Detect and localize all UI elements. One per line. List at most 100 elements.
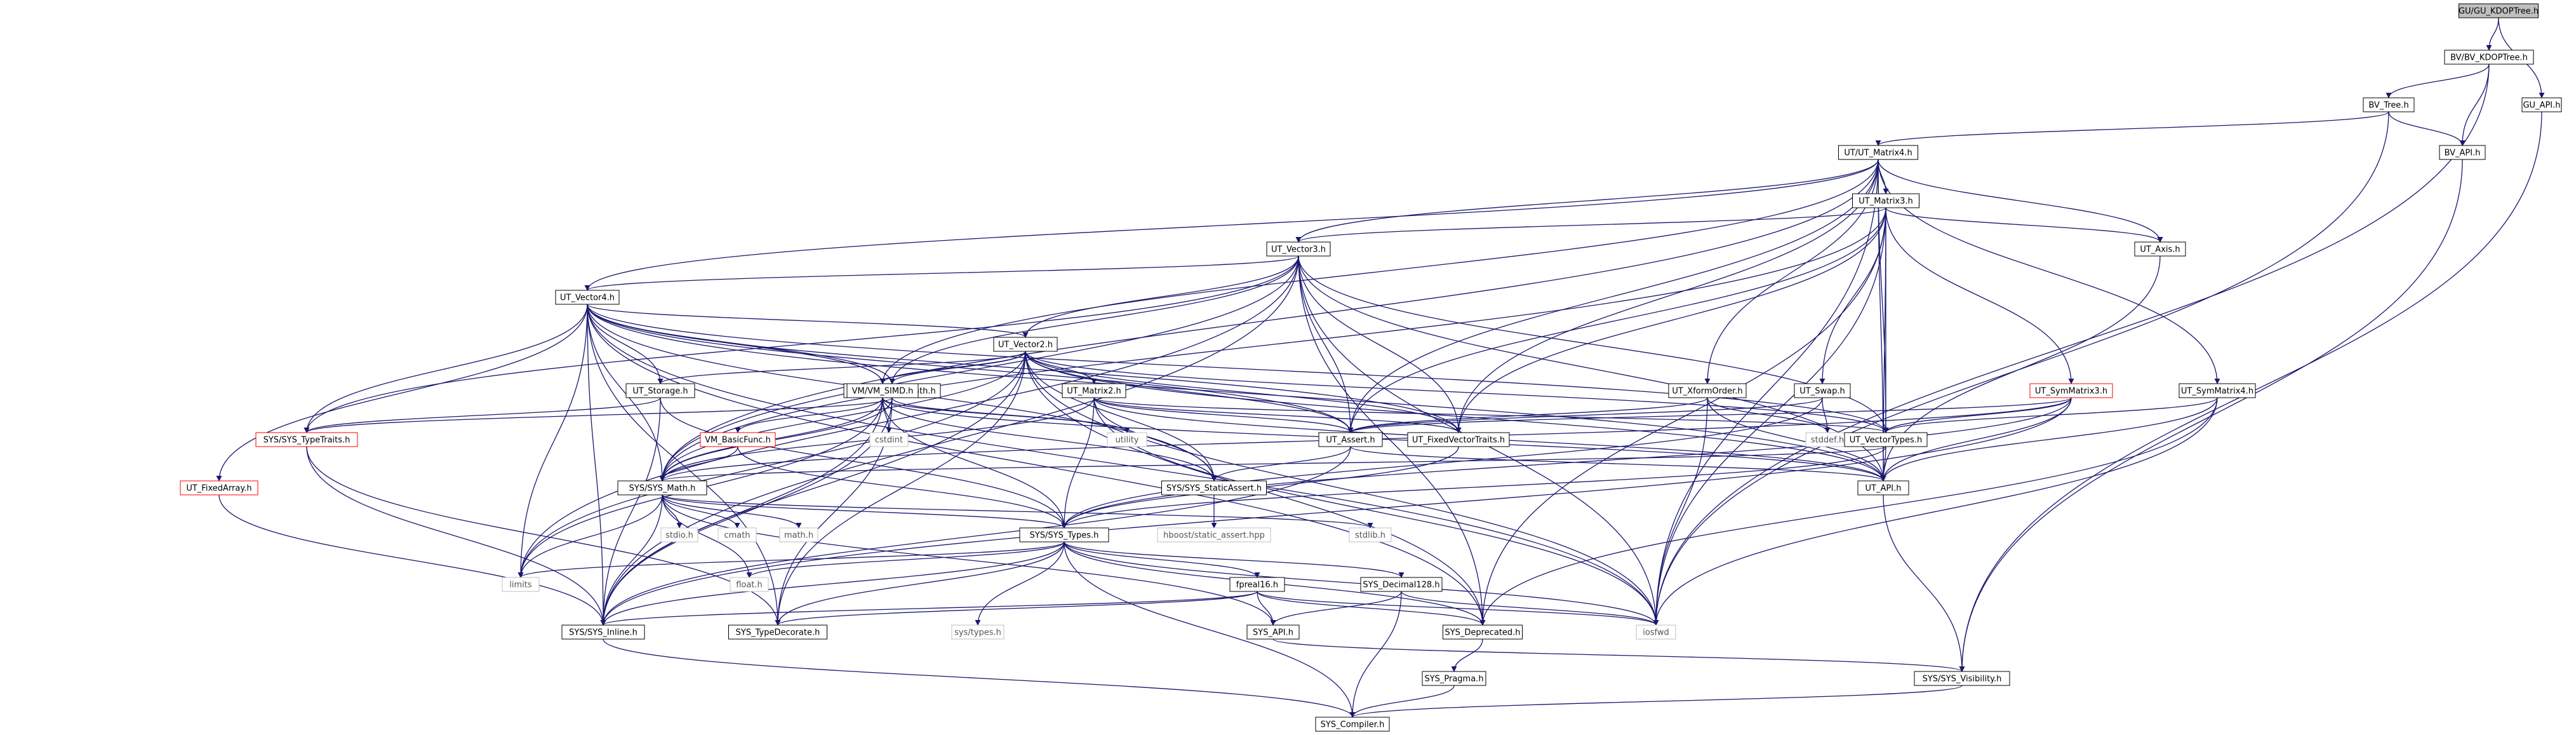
edge-v2-to-typedecorate	[775, 351, 1026, 626]
node-ut-fixedvectortraits-h[interactable]: UT_FixedVectorTraits.h	[1407, 432, 1510, 447]
edge-fpreal16-to-inline	[600, 591, 1258, 626]
node-label: limits	[509, 581, 532, 590]
node-sys-sys-math-h[interactable]: SYS/SYS_Math.h	[617, 480, 707, 496]
node-sys-sys-typetraits-h[interactable]: SYS/SYS_TypeTraits.h	[255, 432, 358, 447]
edge-fpreal16-to-iosfwd	[1257, 591, 1659, 626]
node-sys-types-h: sys/types.h	[951, 624, 1004, 640]
node-box	[1107, 432, 1147, 447]
edge-fam-to-typedecorate	[775, 397, 893, 626]
node-ut-fixedarray-h[interactable]: UT_FixedArray.h	[180, 480, 258, 496]
node-ut-api-h[interactable]: UT_API.h	[1857, 480, 1909, 496]
node-box	[1062, 383, 1126, 398]
node-sys-api-h[interactable]: SYS_API.h	[1246, 624, 1300, 640]
edge-v3-to-assert	[1298, 255, 1354, 433]
node-ut-vector3-h[interactable]: UT_Vector3.h	[1266, 241, 1331, 257]
node-gu-api-h[interactable]: GU_API.h	[2521, 97, 2562, 112]
edge-v2-to-utapi	[1025, 351, 1886, 482]
node-label: stdio.h	[665, 531, 693, 541]
edge-sysmath-to-floath	[662, 494, 752, 578]
edge-xform-to-stddef	[1707, 397, 1831, 433]
node-ut-symmatrix3-h[interactable]: UT_SymMatrix3.h	[2029, 383, 2113, 398]
node-label: UT_VectorTypes.h	[1850, 436, 1922, 445]
node-label: SYS_Decimal128.h	[1363, 581, 1439, 590]
node-box	[2134, 241, 2186, 257]
edge-m3-to-swap	[1819, 207, 1886, 384]
edge-sym3-to-utapi	[1880, 397, 2072, 482]
node-box	[993, 337, 1058, 352]
edge-sym4-to-iosfwd	[1653, 397, 2218, 626]
node-ut-vector4-h[interactable]: UT_Vector4.h	[555, 290, 620, 305]
edge-fpreal16-to-typedecorate	[775, 591, 1258, 626]
node-sys-typedecorate-h[interactable]: SYS_TypeDecorate.h	[728, 624, 827, 640]
node-box	[2439, 145, 2486, 160]
node-limits: limits	[502, 577, 540, 592]
node-ut-xformorder-h[interactable]: UT_XformOrder.h	[1668, 383, 1747, 398]
node-ut-assert-h[interactable]: UT_Assert.h	[1318, 432, 1383, 447]
edge-sysmath-to-cmath	[662, 494, 740, 529]
node-sys-sys-types-h[interactable]: SYS/SYS_Types.h	[1019, 527, 1109, 543]
edge-sysmath-to-sysapi	[662, 494, 1276, 626]
edge-fam-to-typetraits	[304, 397, 893, 433]
edge-m3-to-v3	[1295, 207, 1886, 243]
node-label: SYS_TypeDecorate.h	[736, 628, 820, 638]
edge-xform-to-iosfwd	[1653, 397, 1708, 626]
node-sys-pragma-h[interactable]: SYS_Pragma.h	[1422, 671, 1486, 686]
node-label: SYS/SYS_Visibility.h	[1923, 675, 2002, 684]
node-label: VM/VM_SIMD.h	[852, 387, 914, 396]
node-ut-ut-matrix4-h[interactable]: UT/UT_Matrix4.h	[1838, 145, 1918, 160]
node-box	[1407, 432, 1510, 447]
node-ut-vector2-h[interactable]: UT_Vector2.h	[993, 337, 1058, 352]
node-label: UT_FixedArray.h	[186, 484, 251, 494]
node-sys-compiler-h[interactable]: SYS_Compiler.h	[1315, 717, 1390, 732]
edge-v3-to-deprecated	[1298, 255, 1486, 626]
node-sys-sys-inline-h[interactable]: SYS/SYS_Inline.h	[561, 624, 645, 640]
edge-v3-to-vtypes	[1298, 255, 1889, 433]
edge-xform-to-utapi	[1707, 397, 1886, 482]
node-stdio-h: stdio.h	[660, 527, 698, 543]
node-ut-swap-h[interactable]: UT_Swap.h	[1794, 383, 1851, 398]
edge-v2-to-simd	[879, 351, 1026, 384]
edge-m4-to-sym4	[1878, 159, 2220, 384]
edge-swap-to-stddef	[1822, 397, 1831, 433]
node-label: GU_API.h	[2523, 101, 2560, 111]
node-fpreal16-h[interactable]: fpreal16.h	[1229, 577, 1285, 592]
edge-pragma-to-compiler	[1349, 685, 1455, 718]
node-label: utility	[1116, 436, 1139, 445]
node-label: UT_Swap.h	[1799, 387, 1845, 396]
edge-layer	[216, 17, 2545, 718]
node-bv-tree-h[interactable]: BV_Tree.h	[2363, 97, 2415, 112]
node-ut-matrix2-h[interactable]: UT_Matrix2.h	[1062, 383, 1126, 398]
node-label: cmath	[724, 531, 750, 541]
edge-swap-to-systypes	[1061, 397, 1823, 529]
edge-m3-to-assert	[1347, 207, 1886, 433]
node-gu-gu-kdoptree-h[interactable]: GU/GU_KDOPTree.h	[2459, 3, 2539, 18]
node-sys-deprecated-h[interactable]: SYS_Deprecated.h	[1443, 624, 1523, 640]
edge-sym3-to-inline	[600, 397, 2072, 626]
edge-sysmath-to-inline	[600, 494, 663, 626]
node-label: SYS/SYS_Math.h	[629, 484, 696, 494]
edge-v3-to-v4	[584, 255, 1299, 291]
node-ut-storage-h[interactable]: UT_Storage.h	[625, 383, 695, 398]
node-ut-matrix3-h[interactable]: UT_Matrix3.h	[1852, 193, 1919, 208]
node-sys-decimal128-h[interactable]: SYS_Decimal128.h	[1360, 577, 1443, 592]
node-bv-api-h[interactable]: BV_API.h	[2439, 145, 2486, 160]
node-ut-vectortypes-h[interactable]: UT_VectorTypes.h	[1844, 432, 1928, 447]
node-box	[1360, 577, 1443, 592]
node-ut-symmatrix4-h[interactable]: UT_SymMatrix4.h	[2179, 383, 2256, 398]
node-sys-sys-staticassert-h[interactable]: SYS/SYS_StaticAssert.h	[1161, 480, 1267, 496]
node-ut-axis-h[interactable]: UT_Axis.h	[2134, 241, 2186, 257]
node-box	[660, 527, 698, 543]
edge-m3-to-iosfwd	[1653, 207, 1886, 626]
node-box	[1838, 145, 1918, 160]
edge-systypes-to-iosfwd	[1064, 541, 1659, 626]
node-box	[728, 624, 827, 640]
edge-swap-to-assert	[1347, 397, 1823, 433]
node-vm-basicfunc-h[interactable]: VM_BasicFunc.h	[700, 432, 776, 447]
node-box	[1668, 383, 1747, 398]
edge-v4-to-storage	[587, 304, 664, 384]
node-vm-vm-simd-h[interactable]: VM/VM_SIMD.h	[846, 383, 919, 398]
node-box	[951, 624, 1004, 640]
node-sys-sys-visibility-h[interactable]: SYS/SYS_Visibility.h	[1914, 671, 2010, 686]
node-bv-bv-kdoptree-h[interactable]: BV/BV_KDOPTree.h	[2444, 50, 2534, 65]
edge-v2-to-iosfwd	[1025, 351, 1659, 626]
